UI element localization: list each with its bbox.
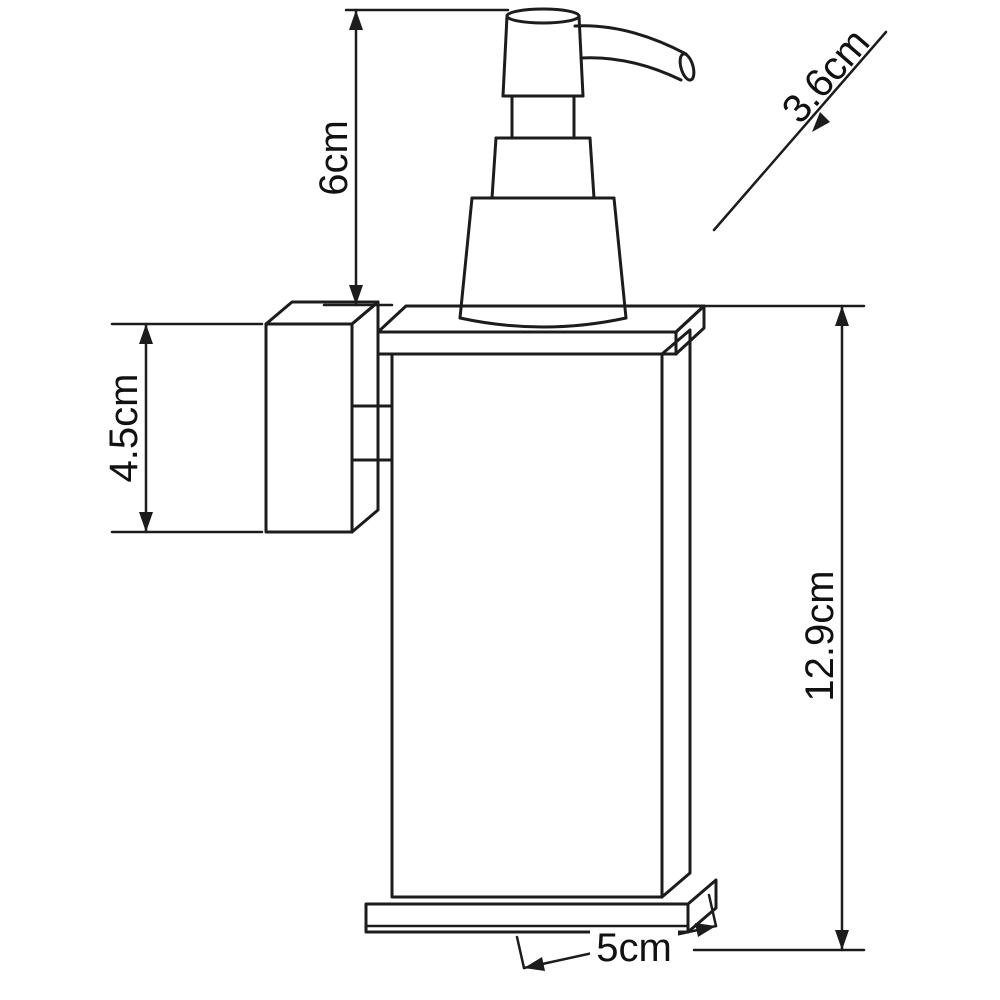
pump-stem <box>501 94 585 140</box>
pump-cap-left-edge <box>458 196 474 320</box>
arrow-diagonal-icon <box>812 112 830 132</box>
dimension-label-body-height: 12.9cm <box>798 570 842 701</box>
pump-head-right-edge <box>577 14 585 98</box>
pump-cap-bottom-curve <box>458 316 628 329</box>
pump-cap-right-edge <box>612 196 628 320</box>
spout-lower-curve <box>579 56 683 82</box>
pump-head <box>501 7 585 98</box>
dimension-label-bracket-height: 4.5cm <box>102 374 146 483</box>
bottle-body <box>390 328 692 899</box>
pump-assembly <box>458 7 696 329</box>
bottle-lid <box>376 304 706 356</box>
pump-spout <box>573 24 696 82</box>
dimension-body-height: 12.9cm <box>692 304 866 952</box>
base-front-face <box>364 902 690 934</box>
extension-tick-right <box>707 893 718 928</box>
arrow-down-icon <box>349 285 363 305</box>
bracket-arm <box>352 404 394 462</box>
arrow-right-icon <box>695 923 716 937</box>
extension-tick-left <box>515 935 526 970</box>
bracket-front-face <box>264 322 354 534</box>
lid-front-face <box>376 330 678 356</box>
dimension-label-base-width: 5cm <box>596 926 672 970</box>
dimension-label-pump-height: 6cm <box>312 120 356 196</box>
wall-bracket <box>264 300 394 534</box>
dimension-bracket-height: 4.5cm <box>102 322 264 534</box>
arrow-up-icon <box>349 10 363 30</box>
dimension-spout-length: 3.6cm <box>712 20 888 232</box>
pump-collar-left-edge <box>490 136 498 200</box>
pump-cap <box>458 196 628 329</box>
pump-head-left-edge <box>501 14 509 98</box>
arrow-left-icon <box>524 957 545 971</box>
pump-collar-right-edge <box>588 136 596 200</box>
pump-head-top-disc <box>505 7 581 25</box>
bottle-base <box>364 878 718 934</box>
dimension-pump-height: 6cm <box>312 8 510 307</box>
arrow-up-icon <box>139 324 153 344</box>
arrow-down-icon <box>139 512 153 532</box>
bracket-side-face <box>350 300 380 534</box>
arrow-up-icon <box>835 306 849 326</box>
dimension-base-width: 5cm <box>515 893 718 971</box>
spout-upper-curve <box>573 24 688 56</box>
spout-opening <box>678 52 696 82</box>
arrow-down-icon <box>835 930 849 950</box>
pump-collar <box>490 136 596 200</box>
body-front-face <box>390 352 664 899</box>
label-background <box>590 928 678 968</box>
extension-line-diagonal <box>712 30 888 232</box>
dimension-label-spout-length: 3.6cm <box>774 20 879 131</box>
body-side-face <box>660 328 692 899</box>
